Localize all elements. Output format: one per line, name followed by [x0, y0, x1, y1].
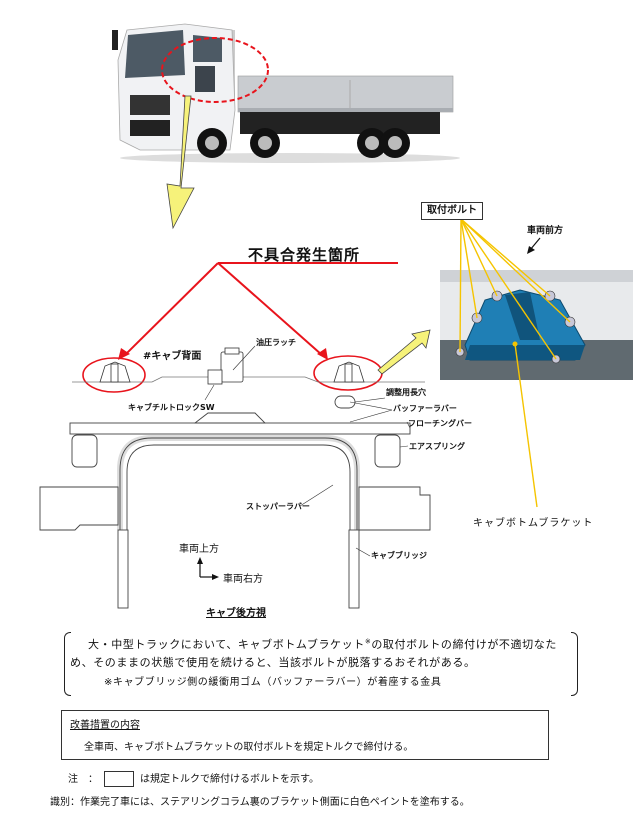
bracket-highlight-left — [82, 357, 146, 393]
defect-footnote: ※キャブブリッジ側の緩衝用ゴム（バッファーラバー）が着座する金具 — [104, 677, 442, 688]
mounting-bolt-label: 取付ボルト — [421, 202, 483, 220]
remedy-body: 全車両、キャブボトムブラケットの取付ボルトを規定トルクで締付ける。 — [84, 742, 414, 753]
defect-line-1-b: の取付ボルトの締付けが不適切なた — [371, 638, 557, 651]
buffer-rubber-label: バッファーラバー — [393, 404, 457, 413]
hydraulic-latch-drawing — [207, 347, 244, 385]
footnote-mark: ※ — [364, 637, 372, 646]
front-direction-label: 車両前方 — [527, 226, 564, 236]
direction-arrows — [199, 562, 214, 578]
identification-text: 識別：作業完了車には、ステアリングコラム裏のブラケット側面に白色ペイントを塗布す… — [50, 797, 470, 808]
defect-line-1-a: 大・中型トラックにおいて、キャブボトムブラケット — [88, 638, 365, 651]
defect-location-title: 不具合発生箇所 — [248, 246, 361, 264]
remedy-box: 改善措置の内容 全車両、キャブボトムブラケットの取付ボルトを規定トルクで締付ける… — [61, 710, 549, 760]
note-text: は規定トルクで締付けるボルトを示す。 — [140, 774, 319, 785]
hydraulic-latch-label: 油圧ラッチ — [256, 338, 296, 347]
tilt-lock-sw-label: キャブチルトロックSW — [128, 403, 215, 412]
bracket-photo-inset — [440, 270, 633, 380]
bracket-drawing — [99, 361, 365, 383]
air-spring-label: エアスプリング — [409, 442, 465, 451]
note: 注 ： は規定トルクで締付けるボルトを示す。 — [68, 770, 319, 787]
inset-arrow — [377, 329, 431, 375]
defect-pointer-lines — [124, 262, 398, 356]
note-box-sample — [104, 771, 134, 787]
vehicle-up-label: 車両上方 — [179, 544, 219, 555]
defect-line-1: 大・中型トラックにおいて、キャブボトムブラケット※の取付ボルトの締付けが不適切な… — [88, 636, 557, 652]
vehicle-right-label: 車両右方 — [223, 574, 263, 585]
bolt-leader-lines — [459, 218, 571, 508]
cab-bottom-bracket-label: キャブボトムブラケット — [473, 518, 594, 529]
rear-view-caption: キャブ後方視 — [206, 608, 266, 619]
down-arrow — [166, 95, 195, 230]
defect-line-2: め、そのままの状態で使用を続けると、当該ボルトが脱落するおそれがある。 — [70, 656, 476, 669]
right-bracket — [571, 632, 578, 696]
adjust-slot-label: 調整用長穴 — [386, 388, 426, 397]
left-bracket — [64, 632, 71, 696]
note-prefix: 注 ： — [68, 774, 98, 785]
cab-back-label: #キャブ背面 — [143, 351, 202, 362]
stopper-rubber-label: ストッパーラバー — [246, 502, 310, 511]
cab-bridge-drawing — [39, 395, 431, 609]
truck-photo — [112, 23, 460, 163]
floating-bar-label: フローチングバー — [408, 419, 472, 428]
label-leaders — [299, 397, 411, 557]
defect-description-box: 大・中型トラックにおいて、キャブボトムブラケット※の取付ボルトの締付けが不適切な… — [64, 632, 578, 696]
cab-bridge-label: キャブブリッジ — [371, 551, 427, 560]
remedy-title: 改善措置の内容 — [70, 720, 140, 731]
